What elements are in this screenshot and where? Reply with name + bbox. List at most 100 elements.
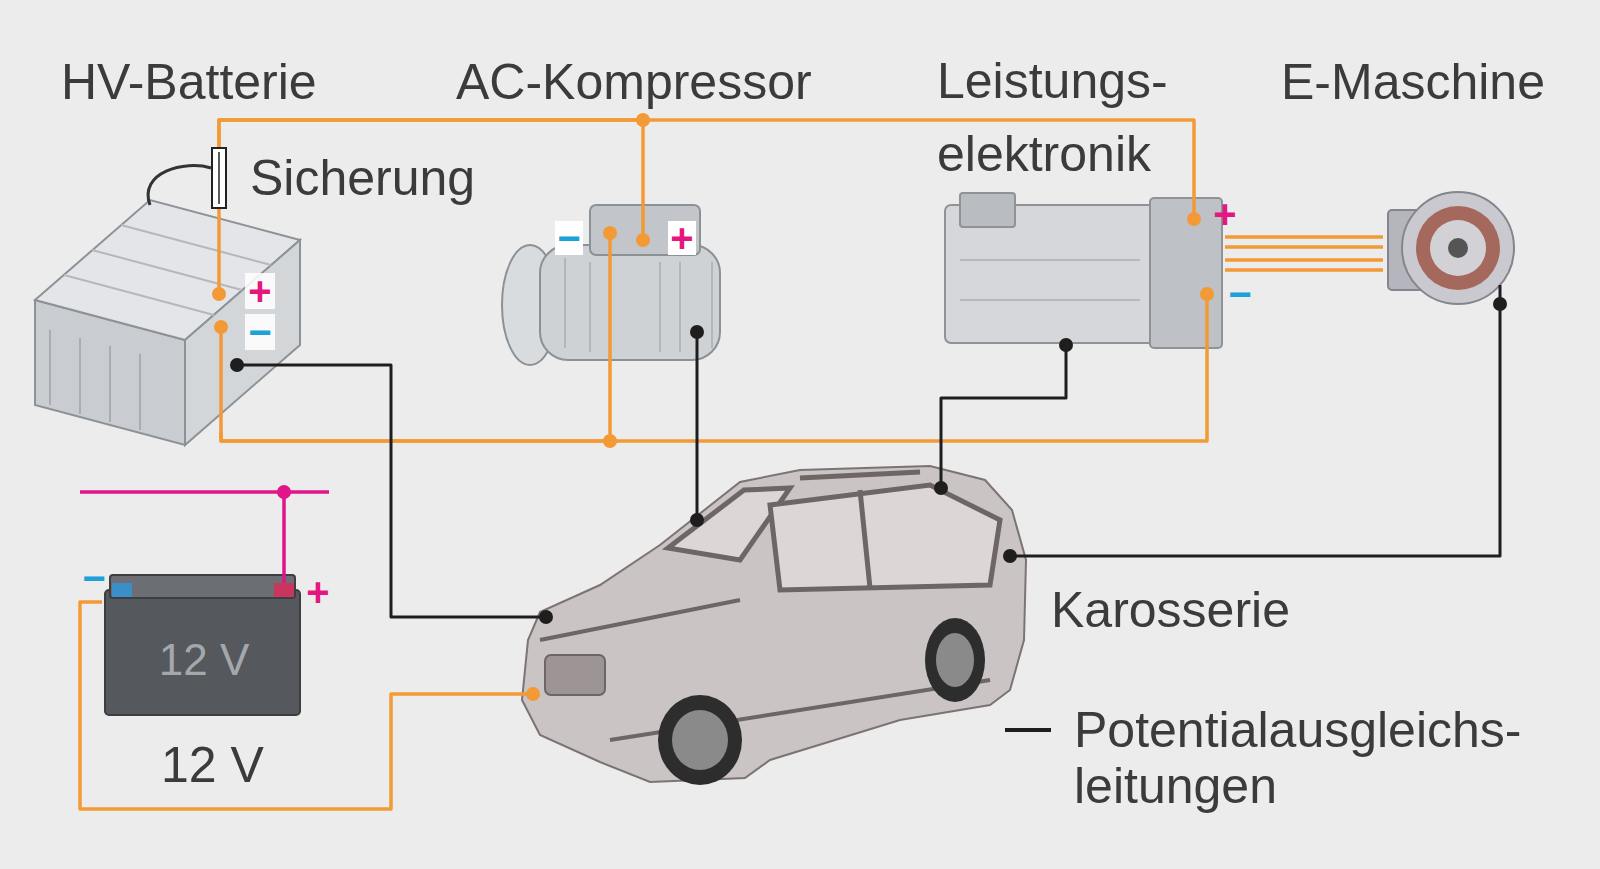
car-body-illustration-part [658, 695, 742, 785]
connector-path [941, 352, 1066, 474]
ac-compressor-illustration-part [540, 245, 720, 360]
12v-junction-dot-part [277, 485, 291, 499]
hv-junction-dot-part [214, 320, 228, 334]
hv-battery-illustration-part [109, 346, 111, 422]
bonding-wire-stub-part [237, 364, 306, 367]
legend-line-sample [1005, 702, 1055, 758]
part-label: Sicherung [250, 148, 510, 208]
fuse-symbol-part [212, 148, 226, 208]
bonding-junction-dot-part [1003, 549, 1017, 563]
fuse-symbol [212, 148, 226, 208]
car-body-illustration-part [545, 655, 605, 695]
bonding-line [697, 383, 698, 474]
12v-battery-illustration-part [105, 590, 300, 715]
hv-battery-illustration-part [121, 225, 271, 265]
hv-wire-stub-part [1205, 294, 1209, 352]
embossed-text: 12 V [102, 633, 306, 686]
connector-path [1225, 235, 1383, 239]
12v-battery-illustration-part [110, 575, 295, 598]
bonding-junction-dot-part [1059, 338, 1073, 352]
bonding-junction-dot-part [690, 513, 704, 527]
polarity-sign: − [245, 312, 275, 352]
bonding-junction-dot-part [230, 358, 244, 372]
hv-battery-illustration-part [49, 330, 51, 405]
power-electronics-illustration-part [960, 193, 1015, 227]
connector-path [1225, 268, 1383, 272]
hv-junction-dot-part [212, 287, 226, 301]
component-label: Karosserie [1051, 580, 1351, 640]
connector-path [80, 602, 525, 809]
hv-junction-dot-part [603, 434, 617, 448]
polarity-sign: + [1210, 194, 1240, 234]
hv-line [1225, 237, 1383, 270]
car-body-illustration-part [860, 490, 870, 588]
ac-compressor-illustration-part [555, 221, 583, 255]
connector-path [219, 120, 643, 199]
hv-junction-dot-part [603, 226, 617, 240]
power-electronics-illustration-part [1150, 198, 1222, 348]
hv-junction-dot-part [526, 687, 540, 701]
component-box: HV-Batterie [31, 165, 306, 432]
bonding-line [941, 352, 1066, 474]
car-body-illustration-part [540, 600, 740, 640]
hv-battery-illustration [35, 166, 300, 445]
hv-line [80, 602, 525, 809]
bonding-junction-dot-part [934, 481, 948, 495]
car-body-illustration [522, 466, 1026, 785]
hv-wire-stub-part [219, 327, 223, 432]
component-label: Leistungs- elektronik [937, 45, 1199, 191]
connector-path [219, 120, 1194, 189]
bonding-line [1031, 306, 1500, 556]
legend-line [1005, 728, 1051, 732]
hv-line [219, 120, 643, 199]
e-machine-illustration-part [1448, 238, 1468, 258]
ac-compressor-illustration-part [679, 262, 681, 352]
hv-battery-illustration-part [64, 275, 214, 315]
polarity-sign: − [1225, 274, 1255, 314]
component-label: 12 V [161, 735, 321, 795]
hv-battery-illustration-part [245, 273, 275, 309]
ac-compressor-illustration-part [668, 221, 696, 255]
hv-battery-illustration-part [185, 240, 300, 445]
hv-battery-illustration-part [79, 338, 81, 414]
hv-battery-illustration-part [245, 314, 275, 350]
component-box: Leistungs- elektronik [934, 189, 1225, 352]
bonding-junction-dot [230, 297, 1507, 624]
power-electronics-illustration [945, 193, 1222, 348]
hv-battery-illustration-part [148, 166, 211, 205]
ac-compressor-illustration-part [589, 262, 591, 352]
car-body-illustration-part [522, 466, 1026, 782]
ac-compressor-illustration-part [711, 262, 713, 348]
e-machine-illustration-part [1402, 192, 1514, 304]
hv-wire-stub-part [608, 233, 612, 383]
car-body-illustration-part [800, 472, 920, 478]
component-box: AC-Kompressor [500, 199, 740, 383]
connector-path [1225, 245, 1383, 249]
hv-battery-illustration-part [139, 354, 141, 430]
hv-junction-dot-part [1200, 287, 1214, 301]
fuse-symbol-part [218, 152, 220, 204]
connector-path [1031, 306, 1500, 556]
ac-compressor-illustration-part [659, 262, 661, 352]
bonding-line [306, 365, 525, 617]
component-box: 12 V12 V [102, 571, 306, 730]
bonding-wire-stub-part [696, 332, 699, 383]
12v-supply-line [80, 492, 329, 583]
connector-path [306, 365, 525, 617]
12v-battery-illustration-part [112, 583, 132, 597]
component-box: Karosserie [525, 474, 1031, 791]
hv-wire-stub [219, 165, 1207, 694]
hv-line [221, 383, 610, 441]
ac-compressor-illustration-part [590, 205, 700, 255]
component-label: AC-Kompressor [456, 52, 876, 112]
12v-junction-dot [277, 485, 291, 499]
power-electronics-illustration-part [960, 299, 1140, 301]
polarity-sign: + [245, 271, 275, 311]
bonding-junction-dot-part [1493, 297, 1507, 311]
12v-supply-line-part [282, 492, 286, 583]
